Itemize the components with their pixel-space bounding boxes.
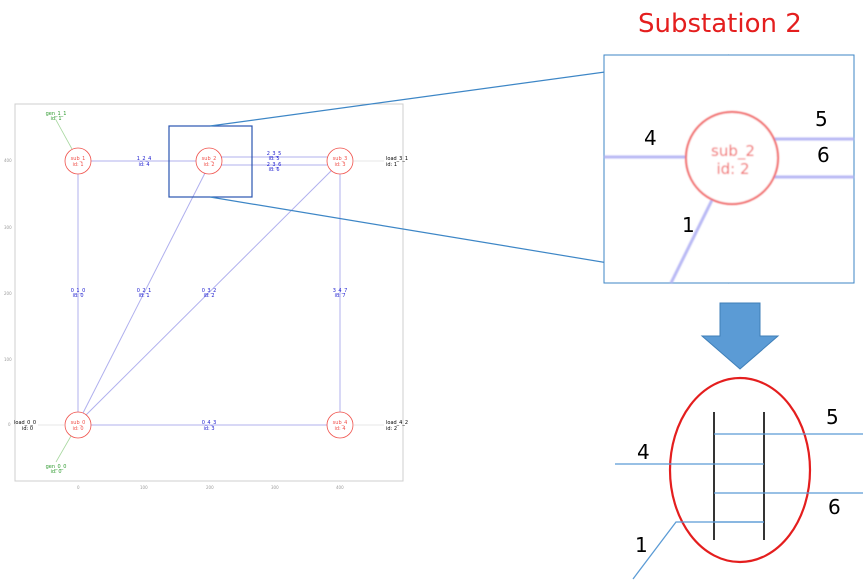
line-label-2-3-5: 2_3_5 — [267, 151, 282, 157]
schematic-ellipse — [668, 376, 812, 564]
line-id-0-4-3: id: 3 — [203, 426, 214, 432]
y-tick-100: 100 — [4, 357, 12, 362]
busbar-schematic: 5 4 6 1 — [615, 376, 863, 580]
line-label-0-1-0: 0_1_0 — [71, 288, 86, 294]
y-tick-0: 0 — [8, 422, 11, 427]
x-tick-0: 0 — [77, 485, 80, 490]
y-tick-400: 400 — [4, 158, 12, 163]
line-labels: 1_2_4 id: 4 2_3_5 id: 5 2_3_6 id: 6 0_1_… — [71, 151, 348, 432]
sub-3-name: sub_3 — [333, 156, 348, 162]
generator-links — [55, 119, 73, 463]
y-tick-200: 200 — [4, 291, 12, 296]
line-id-0-2-1: id: 1 — [138, 293, 149, 299]
load-3-1-name: load_3_1 — [386, 156, 408, 162]
load-0-0-name: load_0_0 — [14, 420, 36, 426]
line-label-3-4-7: 3_4_7 — [333, 288, 348, 294]
load-4-2-name: load_4_2 — [386, 420, 408, 426]
schematic-label-4: 4 — [637, 440, 650, 464]
line-id-2-3-5: id: 5 — [268, 156, 279, 162]
sub-1-name: sub_1 — [71, 156, 86, 162]
sub-4-id: id: 4 — [334, 426, 345, 432]
load-3-1-id: id: 1 — [386, 162, 397, 168]
line-id-3-4-7: id: 7 — [334, 293, 345, 299]
gen-1-1-id: id: 1 — [50, 116, 61, 122]
x-tick-300: 300 — [271, 485, 279, 490]
zoom-content: sub_2 id: 2 — [604, 111, 854, 284]
substation-sub-2[interactable] — [195, 147, 223, 175]
sub-3-id: id: 3 — [334, 162, 345, 168]
sub-4-name: sub_4 — [333, 420, 348, 426]
schematic-line-1 — [632, 521, 764, 580]
substation-nodes — [64, 147, 354, 439]
substation-sub-1[interactable] — [64, 147, 92, 175]
substation-labels: sub_1 id: 1 sub_2 id: 2 sub_3 id: 3 sub_… — [71, 156, 348, 432]
load-4-2-id: id: 2 — [386, 426, 397, 432]
gen-0-0-id: id: 0 — [50, 469, 61, 475]
line-label-2-3-6: 2_3_6 — [267, 162, 282, 168]
zoom-substation-circle — [685, 111, 779, 205]
down-arrow-icon — [700, 302, 780, 370]
load-0-0-id: id: 0 — [22, 426, 33, 432]
line-id-2-3-6: id: 6 — [268, 167, 279, 173]
schematic-label-5: 5 — [826, 405, 839, 429]
line-label-1-2-4: 1_2_4 — [137, 156, 152, 162]
gen-1-1-name: gen_1_1 — [46, 111, 67, 117]
x-tick-400: 400 — [336, 485, 344, 490]
y-tick-300: 300 — [4, 225, 12, 230]
sub-1-id: id: 1 — [72, 162, 83, 168]
sub-0-id: id: 0 — [72, 426, 83, 432]
x-tick-100: 100 — [140, 485, 148, 490]
zoom-sub-name: sub_2 — [711, 142, 755, 161]
zoom-label-5: 5 — [815, 107, 828, 131]
gen-0-0-name: gen_0_0 — [46, 464, 67, 470]
load-links — [38, 160, 384, 426]
line-id-0-3-2: id: 2 — [203, 293, 214, 299]
sub-2-id: id: 2 — [203, 162, 214, 168]
grid-plot: 400 300 200 100 0 0 100 200 300 400 — [4, 103, 408, 490]
zoom-label-6: 6 — [817, 143, 830, 167]
substation-title: Substation 2 — [638, 9, 802, 39]
line-id-1-2-4: id: 4 — [138, 162, 149, 168]
zoom-panel: sub_2 id: 2 4 5 6 1 — [603, 54, 855, 284]
x-tick-200: 200 — [206, 485, 214, 490]
line-id-0-1-0: id: 0 — [72, 293, 83, 299]
zoom-label-4: 4 — [644, 126, 657, 150]
schematic-label-6: 6 — [828, 495, 841, 519]
line-label-0-3-2: 0_3_2 — [202, 288, 217, 294]
zoom-label-1: 1 — [682, 213, 695, 237]
load-labels: load_3_1 id: 1 load_0_0 id: 0 load_4_2 i… — [14, 156, 408, 432]
sub-2-name: sub_2 — [202, 156, 217, 162]
line-0-2-1 — [82, 172, 206, 414]
line-label-0-4-3: 0_4_3 — [202, 420, 217, 426]
sub-0-name: sub_0 — [71, 420, 86, 426]
schematic-label-1: 1 — [635, 533, 648, 557]
line-label-0-2-1: 0_2_1 — [137, 288, 152, 294]
zoom-sub-id: id: 2 — [716, 160, 749, 178]
zoom-line-1 — [669, 199, 714, 284]
generator-labels: gen_1_1 id: 1 gen_0_0 id: 0 — [46, 111, 67, 475]
